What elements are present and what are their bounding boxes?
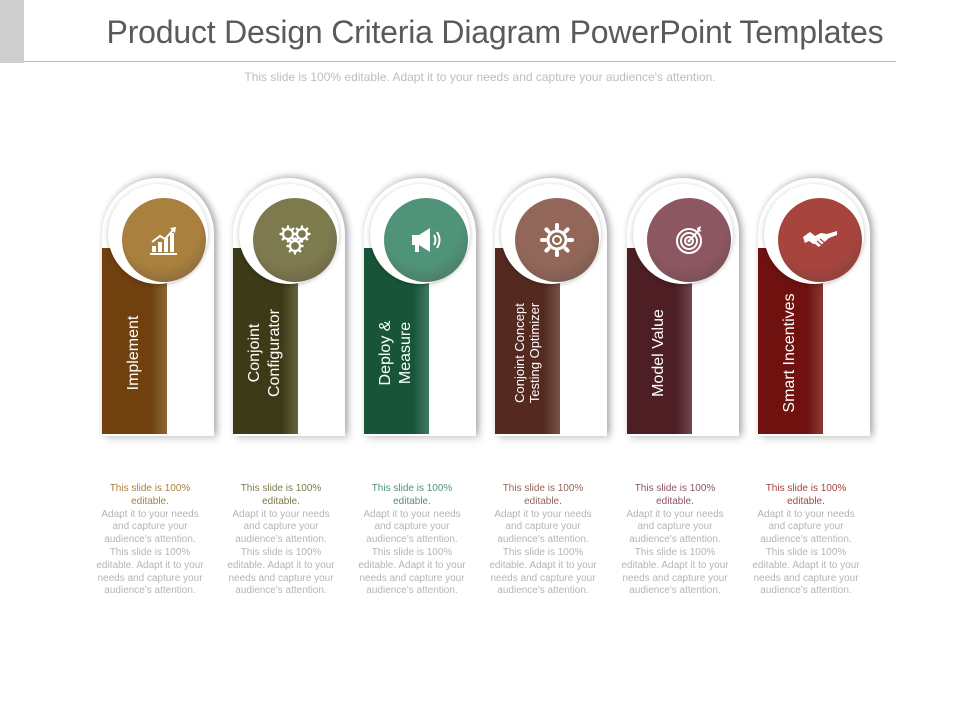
title-divider xyxy=(24,61,896,62)
step-implement: Implement This slide is 100% editable.Ad… xyxy=(96,178,214,618)
page-subtitle: This slide is 100% editable. Adapt it to… xyxy=(244,70,716,84)
target-icon xyxy=(676,226,702,254)
step-smart-incentives: Smart Incentives This slide is 100% edit… xyxy=(752,178,870,618)
step-description-body: Adapt it to your needs and capture your … xyxy=(96,508,204,597)
step-description-body: Adapt it to your needs and capture your … xyxy=(752,508,860,597)
step-bar xyxy=(233,248,298,434)
step-description-lead: This slide is 100% editable. xyxy=(502,483,584,507)
gears-icon xyxy=(279,225,311,255)
step-conjoint-concept-testing-optimizer: Conjoint Concept Testing Optimizer This … xyxy=(489,178,607,618)
step-description-lead: This slide is 100% editable. xyxy=(109,483,191,507)
icon-disc xyxy=(253,198,337,282)
step-label: Deploy & Measure xyxy=(377,320,414,386)
step-description-lead: This slide is 100% editable. xyxy=(634,483,716,507)
gear-icon xyxy=(540,223,574,257)
step-description: This slide is 100% editable.Adapt it to … xyxy=(94,483,206,598)
icon-ring xyxy=(370,184,470,284)
step-label: Model Value xyxy=(650,309,667,397)
step-description: This slide is 100% editable.Adapt it to … xyxy=(225,483,337,598)
page-title: Product Design Criteria Diagram PowerPoi… xyxy=(106,14,884,50)
icon-disc xyxy=(515,198,599,282)
step-description: This slide is 100% editable.Adapt it to … xyxy=(487,483,599,598)
step-description: This slide is 100% editable.Adapt it to … xyxy=(750,483,862,598)
step-description-body: Adapt it to your needs and capture your … xyxy=(358,508,466,597)
icon-disc xyxy=(778,198,862,282)
step-description-lead: This slide is 100% editable. xyxy=(765,483,847,507)
corner-accent xyxy=(0,0,24,63)
icon-disc xyxy=(647,198,731,282)
icon-ring xyxy=(633,184,733,284)
step-description: This slide is 100% editable.Adapt it to … xyxy=(356,483,468,598)
step-description: This slide is 100% editable.Adapt it to … xyxy=(619,483,731,598)
step-label: Conjoint Configurator xyxy=(246,308,283,398)
icon-disc xyxy=(384,198,468,282)
growth-chart-icon xyxy=(150,227,177,255)
step-description-body: Adapt it to your needs and capture your … xyxy=(489,508,597,597)
handshake-icon xyxy=(803,231,837,249)
step-label: Implement xyxy=(125,315,142,391)
step-deploy-measure: Deploy & Measure This slide is 100% edit… xyxy=(358,178,476,618)
step-label: Smart Incentives xyxy=(781,293,798,413)
step-description-body: Adapt it to your needs and capture your … xyxy=(621,508,729,597)
step-description-body: Adapt it to your needs and capture your … xyxy=(227,508,335,597)
icon-ring xyxy=(108,184,208,284)
step-description-lead: This slide is 100% editable. xyxy=(240,483,322,507)
step-description-lead: This slide is 100% editable. xyxy=(371,483,453,507)
step-conjoint-configurator: Conjoint Configurator This slide is 100%… xyxy=(227,178,345,618)
icon-ring xyxy=(501,184,601,284)
icon-ring xyxy=(764,184,864,284)
icon-disc xyxy=(122,198,206,282)
step-label: Conjoint Concept Testing Optimizer xyxy=(512,302,542,404)
step-model-value: Model Value This slide is 100% editable.… xyxy=(621,178,739,618)
megaphone-icon xyxy=(412,228,441,252)
icon-ring xyxy=(239,184,339,284)
